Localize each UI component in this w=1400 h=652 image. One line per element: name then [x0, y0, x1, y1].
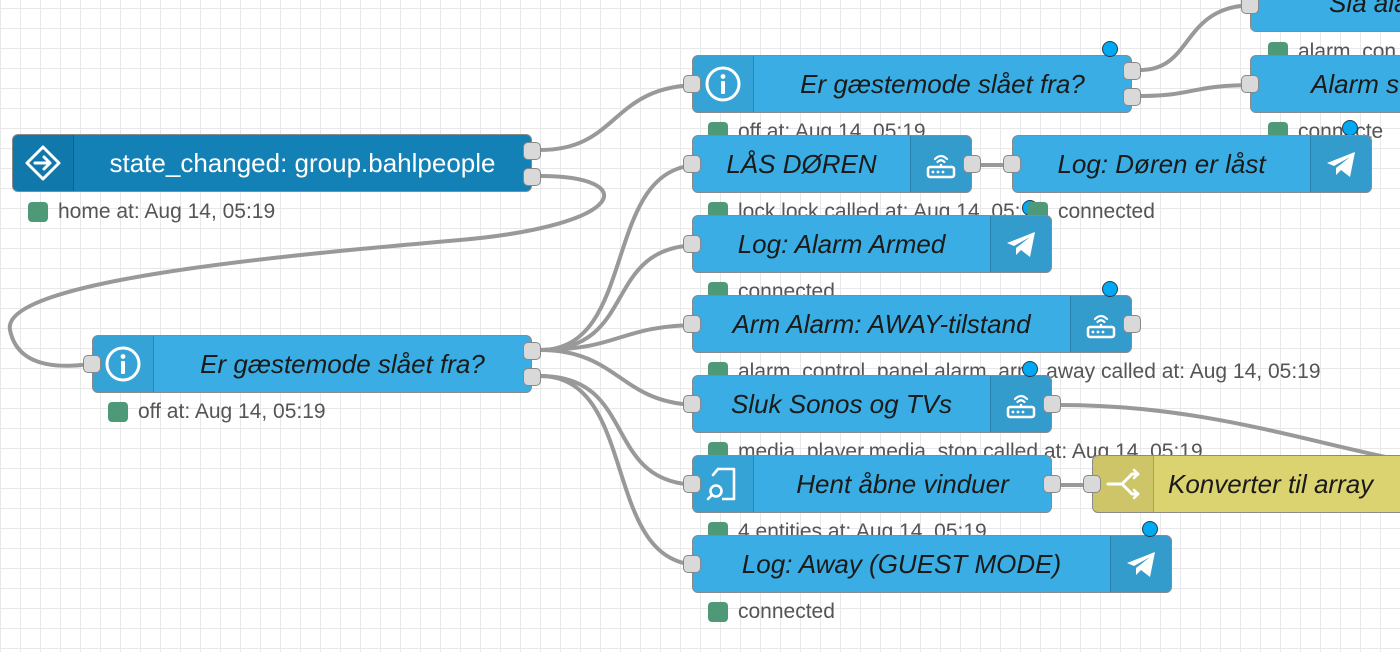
node-konverter[interactable]: Konverter til array — [1092, 455, 1400, 513]
node-log-away[interactable]: Log: Away (GUEST MODE) — [692, 535, 1172, 593]
input-port[interactable] — [683, 75, 701, 93]
status-dot — [108, 402, 128, 422]
changed-indicator — [1102, 41, 1118, 57]
node-alarm-s[interactable]: Alarm s — [1250, 55, 1400, 113]
telegram-icon — [1310, 136, 1371, 192]
info-icon — [693, 56, 754, 112]
input-port[interactable] — [683, 395, 701, 413]
status-state-changed: home at: Aug 14, 05:19 — [28, 200, 275, 224]
status-dot — [708, 602, 728, 622]
output-port[interactable] — [1123, 315, 1141, 333]
output-port[interactable] — [523, 168, 541, 186]
node-log-alarm-armed[interactable]: Log: Alarm Armed — [692, 215, 1052, 273]
status-text: home at: Aug 14, 05:19 — [58, 200, 276, 223]
status-dot — [28, 202, 48, 222]
node-log-doeren[interactable]: Log: Døren er låst — [1012, 135, 1372, 193]
output-port[interactable] — [1123, 62, 1141, 80]
node-er-gaestemode-1[interactable]: Er gæstemode slået fra? — [692, 55, 1132, 113]
wire-gaest2-to-laas — [539, 163, 701, 352]
input-port[interactable] — [1083, 475, 1101, 493]
node-label: Sluk Sonos og TVs — [730, 388, 953, 419]
wire-state-to-gaest1 — [539, 83, 701, 152]
node-label: Alarm s — [1311, 68, 1400, 99]
node-label: Log: Døren er låst — [1057, 148, 1266, 179]
wire-gaest2-to-logarmed — [539, 243, 701, 352]
changed-indicator — [1022, 361, 1038, 377]
node-label: state_changed: group.bahlpeople — [109, 147, 496, 178]
wire-gaest2-to-logaway — [539, 374, 701, 567]
input-port[interactable] — [1241, 75, 1259, 93]
output-port[interactable] — [1043, 475, 1061, 493]
input-port[interactable] — [683, 155, 701, 173]
node-label: Log: Alarm Armed — [737, 228, 946, 259]
telegram-icon — [1110, 536, 1171, 592]
node-label: Hent åbne vinduer — [796, 468, 1009, 499]
wire-gaest2-to-hent — [539, 374, 701, 487]
node-label: Konverter til array — [1168, 468, 1374, 499]
router-icon — [1070, 296, 1131, 352]
output-port[interactable] — [1123, 88, 1141, 106]
changed-indicator — [1102, 281, 1118, 297]
status-er-gaestemode-2: off at: Aug 14, 05:19 — [108, 400, 326, 424]
output-port[interactable] — [1043, 395, 1061, 413]
input-port[interactable] — [683, 475, 701, 493]
node-label: Arm Alarm: AWAY-tilstand — [732, 308, 1031, 339]
node-slaa-alarm[interactable]: Slå ala — [1250, 0, 1400, 32]
changed-indicator — [1142, 521, 1158, 537]
input-port[interactable] — [683, 555, 701, 573]
status-text: connected — [738, 600, 835, 623]
changed-indicator — [1342, 120, 1358, 136]
status-log-away: connected — [708, 600, 835, 624]
status-text: connected — [1058, 200, 1155, 223]
input-port[interactable] — [1241, 0, 1259, 14]
node-label: Er gæstemode slået fra? — [200, 348, 485, 379]
node-hent-vinduer[interactable]: Hent åbne vinduer — [692, 455, 1052, 513]
node-laas-doeren[interactable]: LÅS DØREN — [692, 135, 972, 193]
wire-gaest1-to-sla — [1139, 3, 1256, 72]
node-label: Er gæstemode slået fra? — [800, 68, 1085, 99]
wire-gaest2-to-sluk — [539, 348, 701, 407]
input-port[interactable] — [83, 355, 101, 373]
output-port[interactable] — [523, 142, 541, 160]
node-state-changed[interactable]: state_changed: group.bahlpeople — [12, 134, 532, 192]
info-icon — [93, 336, 154, 392]
arrow-right-circle-icon — [13, 135, 74, 191]
router-icon — [990, 376, 1051, 432]
output-port[interactable] — [963, 155, 981, 173]
node-label: Log: Away (GUEST MODE) — [741, 548, 1062, 579]
output-port[interactable] — [523, 342, 541, 360]
input-port[interactable] — [683, 235, 701, 253]
input-port[interactable] — [1003, 155, 1021, 173]
output-port[interactable] — [523, 368, 541, 386]
search-entity-icon — [693, 456, 754, 512]
node-er-gaestemode-2[interactable]: Er gæstemode slået fra? — [92, 335, 532, 393]
node-label: Slå ala — [1329, 0, 1400, 18]
node-label: LÅS DØREN — [726, 148, 877, 179]
telegram-icon — [990, 216, 1051, 272]
status-text: off at: Aug 14, 05:19 — [138, 400, 326, 423]
router-icon — [910, 136, 971, 192]
wire-gaest1-to-alarm — [1139, 83, 1256, 98]
wire-gaest2-to-arm — [539, 323, 701, 352]
input-port[interactable] — [683, 315, 701, 333]
node-sluk-sonos[interactable]: Sluk Sonos og TVs — [692, 375, 1052, 433]
split-icon — [1093, 456, 1154, 512]
node-arm-alarm[interactable]: Arm Alarm: AWAY-tilstand — [692, 295, 1132, 353]
